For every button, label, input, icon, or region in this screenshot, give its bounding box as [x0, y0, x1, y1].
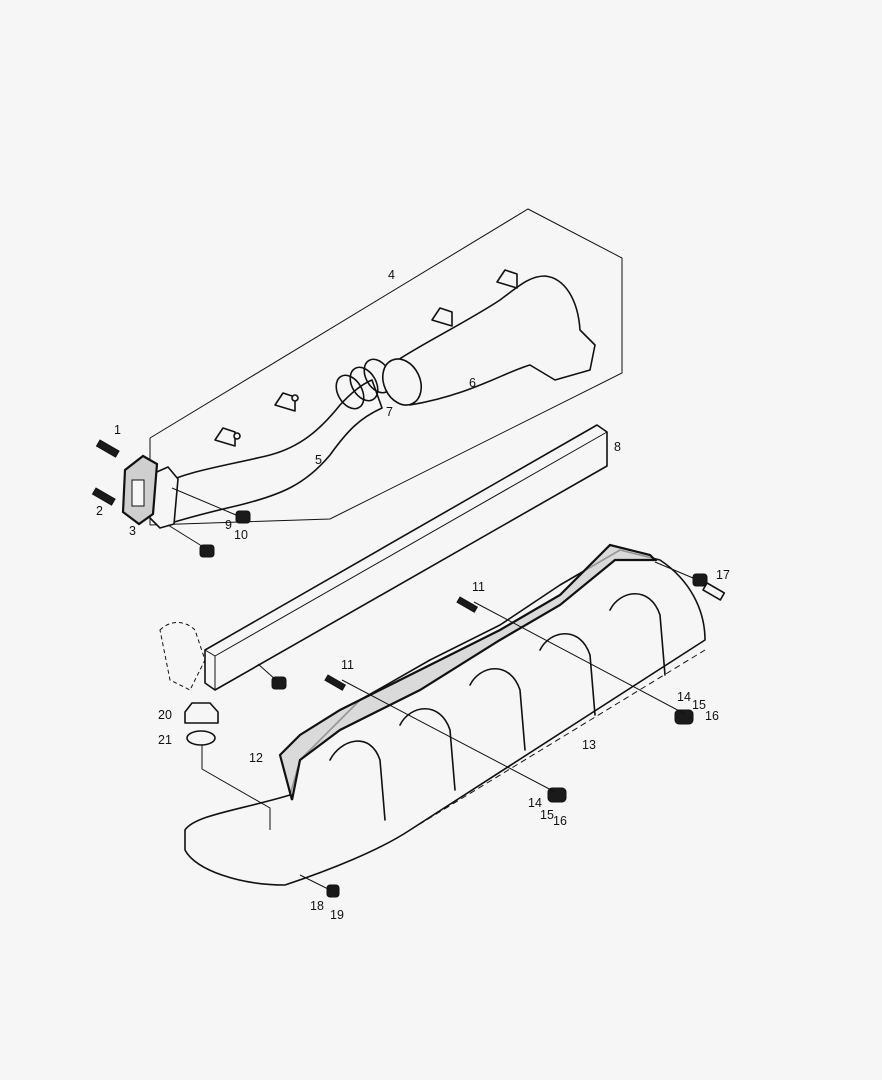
- callout-19: 19: [330, 908, 344, 922]
- callout-10: 10: [234, 528, 248, 542]
- nut-14-16a: [674, 709, 694, 725]
- callout-8: 8: [614, 440, 621, 454]
- callout-12: 12: [249, 751, 263, 765]
- callout-13: 13: [582, 738, 596, 752]
- nut-14-16b: [547, 787, 567, 803]
- bolt-17: [692, 573, 726, 601]
- callout-15a: 15: [692, 698, 706, 712]
- callout-3: 3: [129, 524, 136, 538]
- callout-5: 5: [315, 453, 322, 467]
- stud-1: [95, 439, 120, 458]
- exhaust-pipe-6: [381, 269, 596, 406]
- callout-20: 20: [158, 708, 172, 722]
- assembly-bracket-4: [149, 208, 623, 526]
- bolt-18-19: [326, 884, 340, 898]
- callout-9: 9: [225, 518, 232, 532]
- exhaust-pipe-5: [159, 379, 383, 526]
- drain-plug-20: [184, 702, 219, 724]
- intake-manifold-13: [184, 543, 706, 886]
- callout-6: 6: [469, 376, 476, 390]
- callout-4: 4: [388, 268, 395, 282]
- heat-shield-8: [204, 424, 608, 691]
- callout-11b: 11: [341, 658, 354, 672]
- callout-18: 18: [310, 899, 324, 913]
- leader-lines: [167, 487, 694, 891]
- callout-14a: 14: [677, 690, 691, 704]
- callout-16a: 16: [705, 709, 719, 723]
- manifold-phantom: [159, 622, 206, 691]
- callout-14b: 14: [528, 796, 542, 810]
- nut-10: [235, 510, 251, 524]
- callout-21: 21: [158, 733, 172, 747]
- callout-17: 17: [716, 568, 730, 582]
- callout-7: 7: [386, 405, 393, 419]
- washer-21: [186, 730, 216, 746]
- stud-2: [91, 487, 116, 506]
- callout-16b: 16: [553, 814, 567, 828]
- callout-11a: 11: [472, 580, 485, 594]
- nut-lower: [199, 544, 215, 558]
- stud-11a: [456, 596, 479, 613]
- callout-2: 2: [96, 504, 103, 518]
- callout-1: 1: [114, 423, 121, 437]
- stud-11b: [324, 674, 347, 691]
- callout-15b: 15: [540, 808, 554, 822]
